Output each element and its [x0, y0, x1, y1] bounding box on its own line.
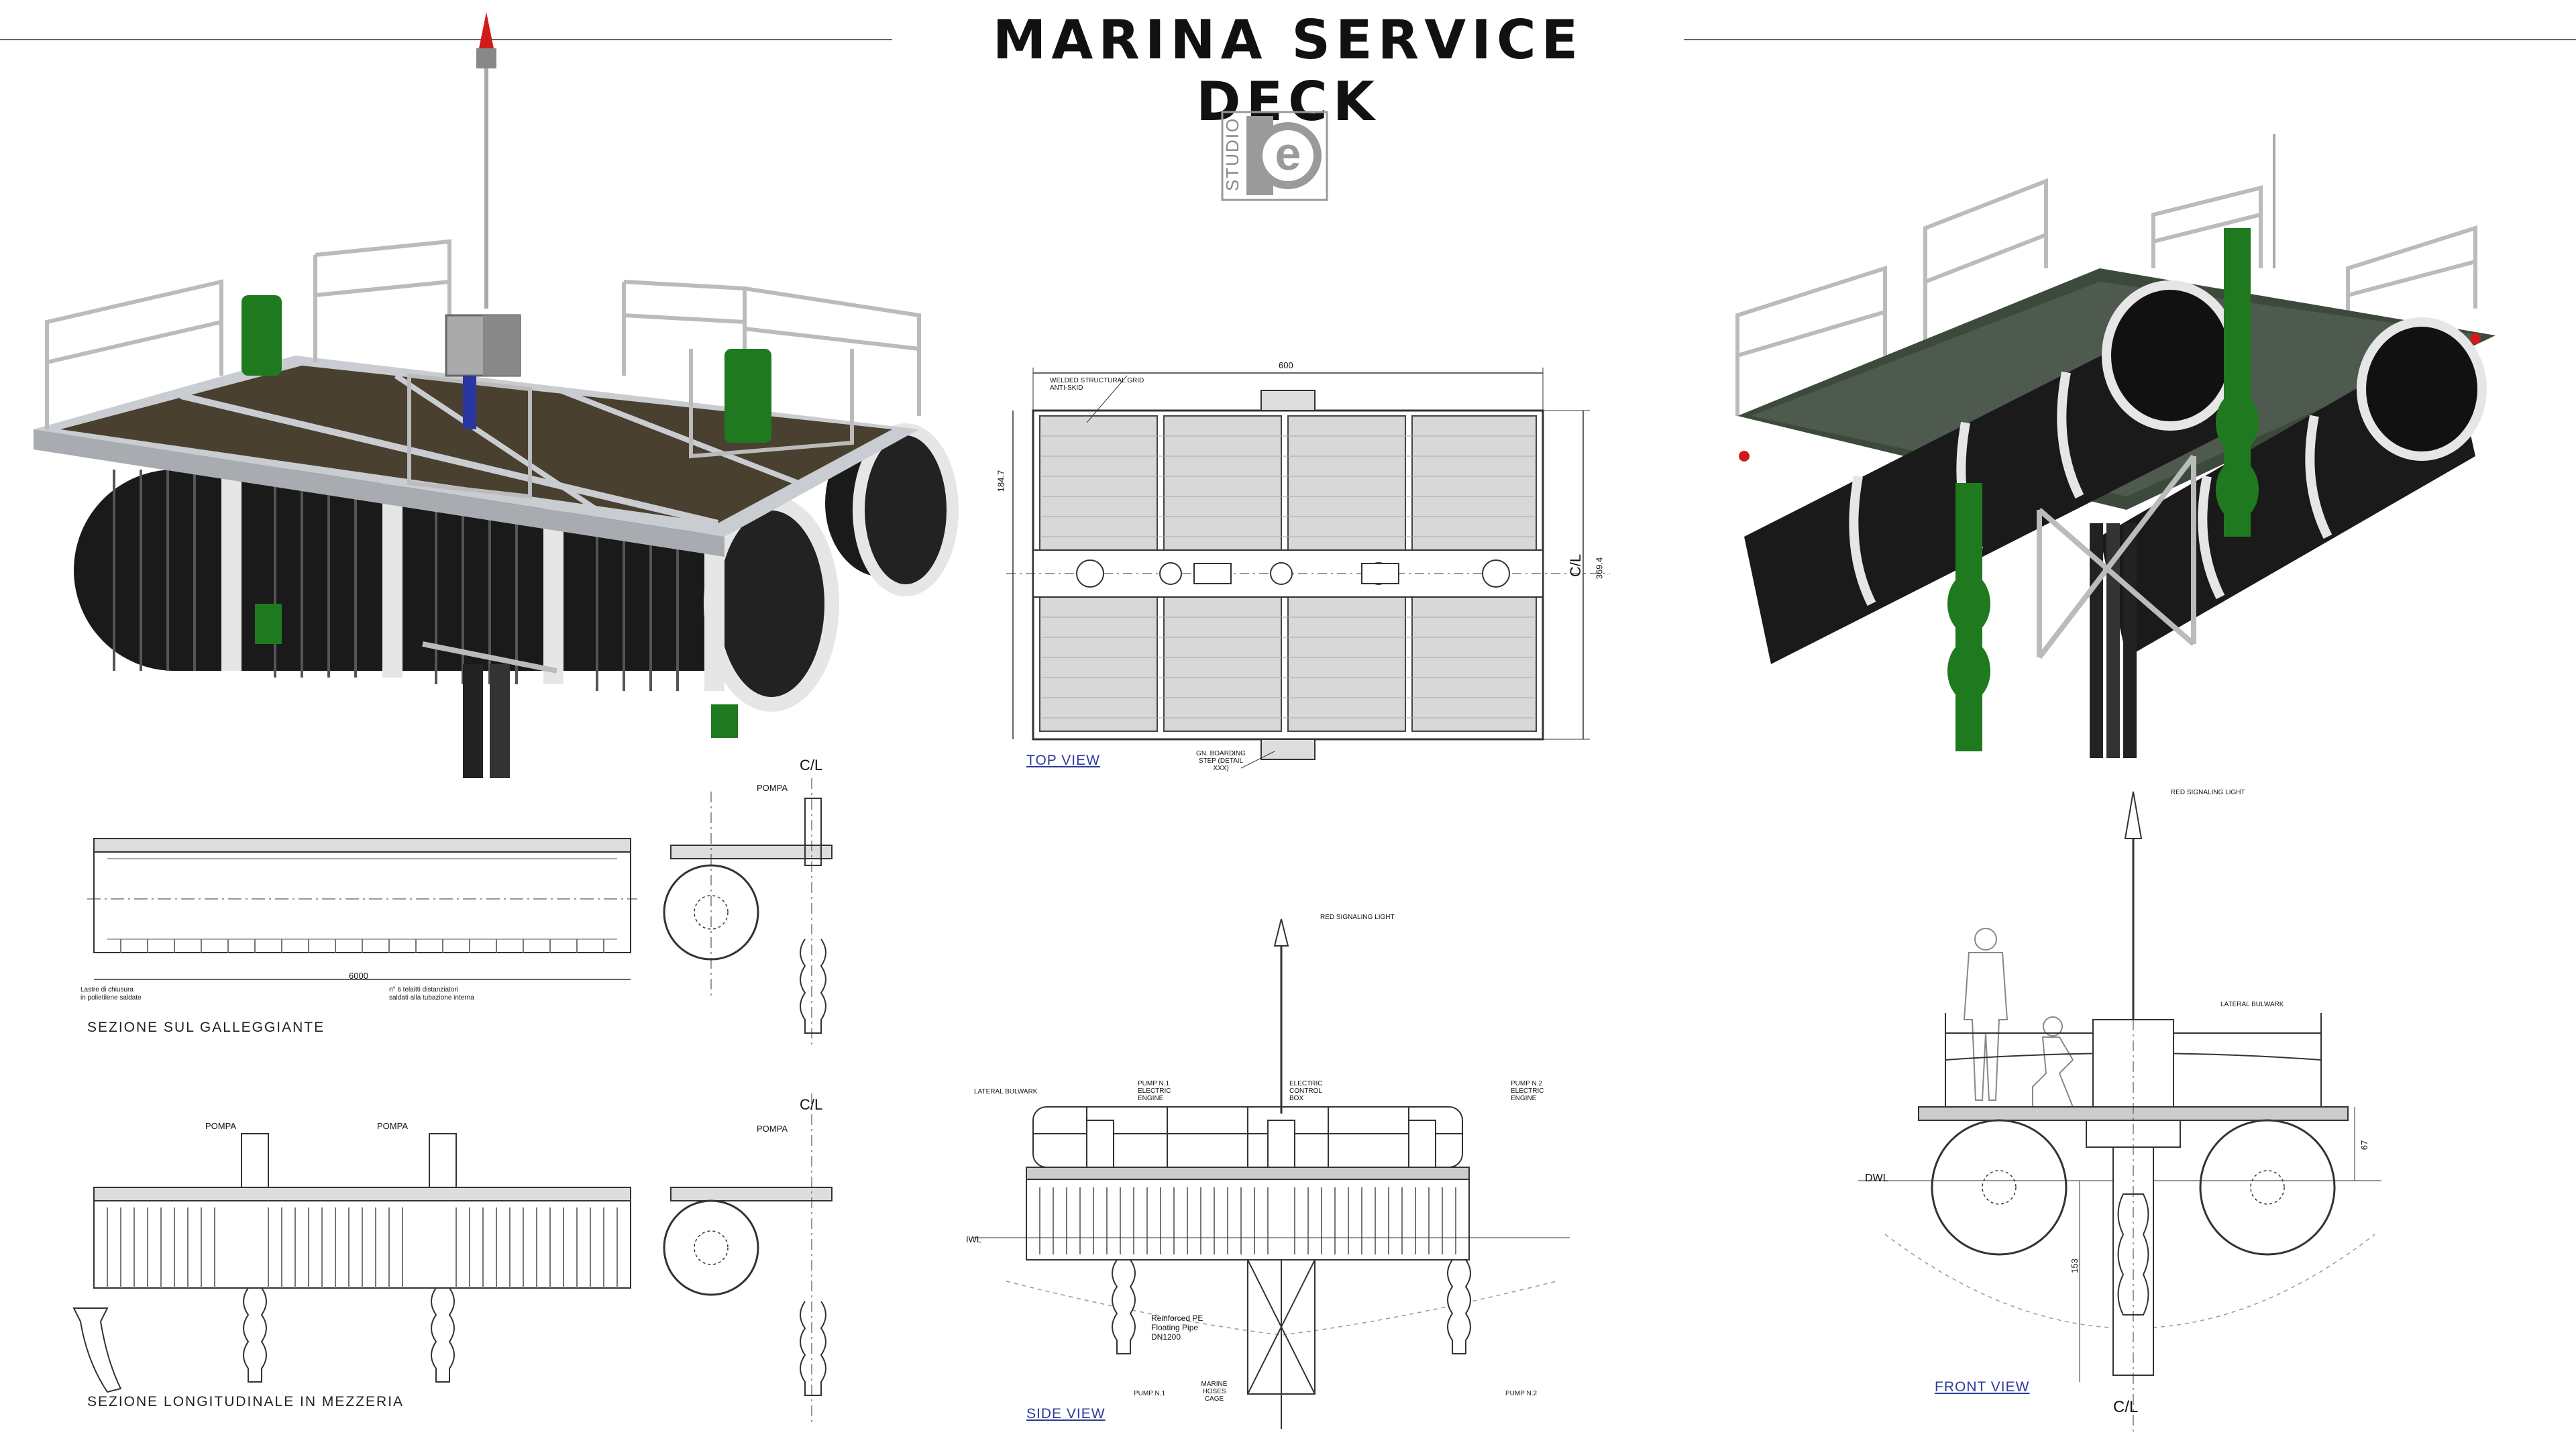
section-long-pump-label-2: POMPA [377, 1121, 408, 1131]
pump-engine-2-icon [724, 349, 771, 443]
top-view-grid-panels [1039, 415, 1537, 732]
section-float-ribs [120, 939, 604, 953]
render-iso-top [34, 12, 959, 778]
section-float-body [93, 845, 631, 953]
front-view-caption[interactable]: FRONT VIEW [1935, 1379, 2030, 1395]
side-view-pump1-engine-label: PUMP N.1 ELECTRIC ENGINE [1138, 1080, 1171, 1102]
detail-curve-icon [72, 1307, 122, 1393]
pump-intake-2 [711, 704, 738, 738]
pump-intake-1 [255, 604, 282, 644]
pump-column-1-icon [1947, 483, 1990, 751]
side-view-control-box-label: ELECTRIC CONTROL BOX [1289, 1080, 1323, 1102]
section-float-pump-label: POMPA [757, 783, 788, 793]
top-view-centerline-label: C/L [1567, 553, 1585, 578]
side-view-waterline-label: IWL [966, 1234, 982, 1244]
top-view-hatch-icons [1076, 559, 1510, 588]
section-float-pump-column [800, 778, 826, 1046]
section-long-cross [663, 1093, 833, 1422]
front-red-light-icon [2124, 791, 2143, 839]
section-longitudinal-drawing [72, 1093, 833, 1422]
front-view-red-light-label: RED SIGNALING LIGHT [2171, 789, 2245, 796]
side-pump1-engine-icon [1086, 1120, 1114, 1168]
boarding-step-bottom [1260, 739, 1316, 760]
side-view-pump2-engine-label: PUMP N.2 ELECTRIC ENGINE [1511, 1080, 1544, 1102]
red-marker-2 [2470, 333, 2481, 344]
section-long-caption: SEZIONE LONGITUDINALE IN MEZZERIA [87, 1394, 405, 1409]
logo-mark-text: e [1275, 127, 1301, 180]
side-view-floating-pipe-label-1: Reinforced PE [1151, 1313, 1203, 1323]
top-view-dim-width: 600 [1279, 360, 1293, 370]
section-long-ribs [107, 1208, 618, 1288]
title-rule-right [1684, 39, 2576, 40]
front-view-dim-freeboard: 67 [2359, 1140, 2370, 1150]
red-marker-1 [1739, 451, 1750, 462]
section-long-pump-label-3: POMPA [757, 1124, 788, 1134]
side-view-red-light-label: RED SIGNALING LIGHT [1320, 914, 1395, 921]
deck-railings-underside-view [1735, 178, 2477, 416]
pontoon-left-underside [1744, 280, 2239, 664]
top-view-grid-hatching [1040, 435, 1536, 718]
section-float-cross [663, 792, 833, 1000]
side-view-pontoon [1026, 1179, 1470, 1260]
side-hoses-cage-icon [1247, 1259, 1316, 1429]
side-view-pump2-label: PUMP N.2 [1505, 1390, 1538, 1397]
section-float-dim-length: 6000 [349, 971, 368, 981]
top-view-dim-height-left: 184.7 [996, 470, 1006, 492]
side-view-pump1-label: PUMP N.1 [1134, 1390, 1166, 1397]
side-view-drawing [973, 918, 1570, 1429]
side-view-hoses-cage-label: MARINE HOSES CAGE [1201, 1381, 1228, 1403]
top-view-drawing [1006, 368, 1610, 769]
side-control-box-icon [1267, 1120, 1295, 1168]
section-long-centerline-label: C/L [800, 1096, 823, 1113]
section-long-pump-label-1: POMPA [205, 1121, 236, 1131]
front-view-dim-draft: 153 [2069, 1258, 2080, 1273]
section-float-note-left-1: Lastre di chiusura [80, 986, 133, 994]
top-view-dim-height-right: 369.4 [1594, 557, 1605, 580]
boarding-step-top [1260, 390, 1316, 411]
section-long-pump-2 [429, 1133, 457, 1383]
top-view-note-grid: WELDED STRUCTURAL GRID ANTI-SKID [1050, 377, 1144, 392]
control-box-icon [445, 314, 521, 429]
side-view-floating-pipe-label-2: Floating Pipe [1151, 1323, 1199, 1332]
front-view-centerline-label: C/L [2113, 1398, 2139, 1416]
pontoon-rear [825, 423, 959, 596]
human-figure-kneeling-icon [2032, 1016, 2074, 1108]
section-float-note-right-2: saldati alla tubazione interna [389, 994, 474, 1002]
human-figure-standing-icon [1963, 928, 2008, 1101]
section-long-pump-1 [241, 1133, 269, 1383]
section-float-drawing [87, 778, 833, 1046]
pump-column-2-icon [2216, 228, 2259, 537]
studio-logo-mark-icon: e [1221, 111, 1328, 201]
top-view-note-step: GN. BOARDING STEP (DETAIL XXX) [1196, 750, 1246, 772]
front-view-drawing [1858, 791, 2381, 1436]
front-pontoon-right [2199, 1119, 2336, 1256]
logo-studio-text: STUDIO [1222, 117, 1242, 192]
front-view-waterline-label: DWL [1865, 1173, 1889, 1184]
front-view-bulwark-label: LATERAL BULWARK [2220, 1001, 2284, 1008]
side-view-bulwark-label: LATERAL BULWARK [974, 1088, 1038, 1095]
side-view-caption[interactable]: SIDE VIEW [1026, 1406, 1106, 1421]
side-pump2-icon [1447, 1259, 1471, 1354]
side-pump2-engine-icon [1408, 1120, 1436, 1168]
deck-railings [45, 239, 921, 499]
section-float-note-right-1: n° 6 telaitti distanziatori [389, 986, 458, 994]
render-iso-bottom [1735, 134, 2496, 758]
section-float-caption: SEZIONE SUL GALLEGGIANTE [87, 1020, 325, 1035]
section-float-note-left-2: in polietilene saldate [80, 994, 142, 1002]
side-pump1-icon [1112, 1259, 1136, 1354]
side-view-floating-pipe-label-3: DN1200 [1151, 1332, 1181, 1342]
hoses-cage [422, 641, 557, 778]
side-red-light-icon [1273, 918, 1289, 947]
top-view-caption[interactable]: TOP VIEW [1026, 753, 1100, 768]
pump-engine-1-icon [241, 295, 282, 376]
title-rule-left [0, 39, 892, 40]
section-float-centerline-label: C/L [800, 757, 823, 773]
pontoon-ribs [113, 470, 679, 691]
red-signal-light-icon [476, 12, 496, 68]
front-pontoon-left [1931, 1119, 2068, 1256]
deck-platform [34, 356, 919, 557]
hoses-cage-underside [2037, 454, 2196, 758]
